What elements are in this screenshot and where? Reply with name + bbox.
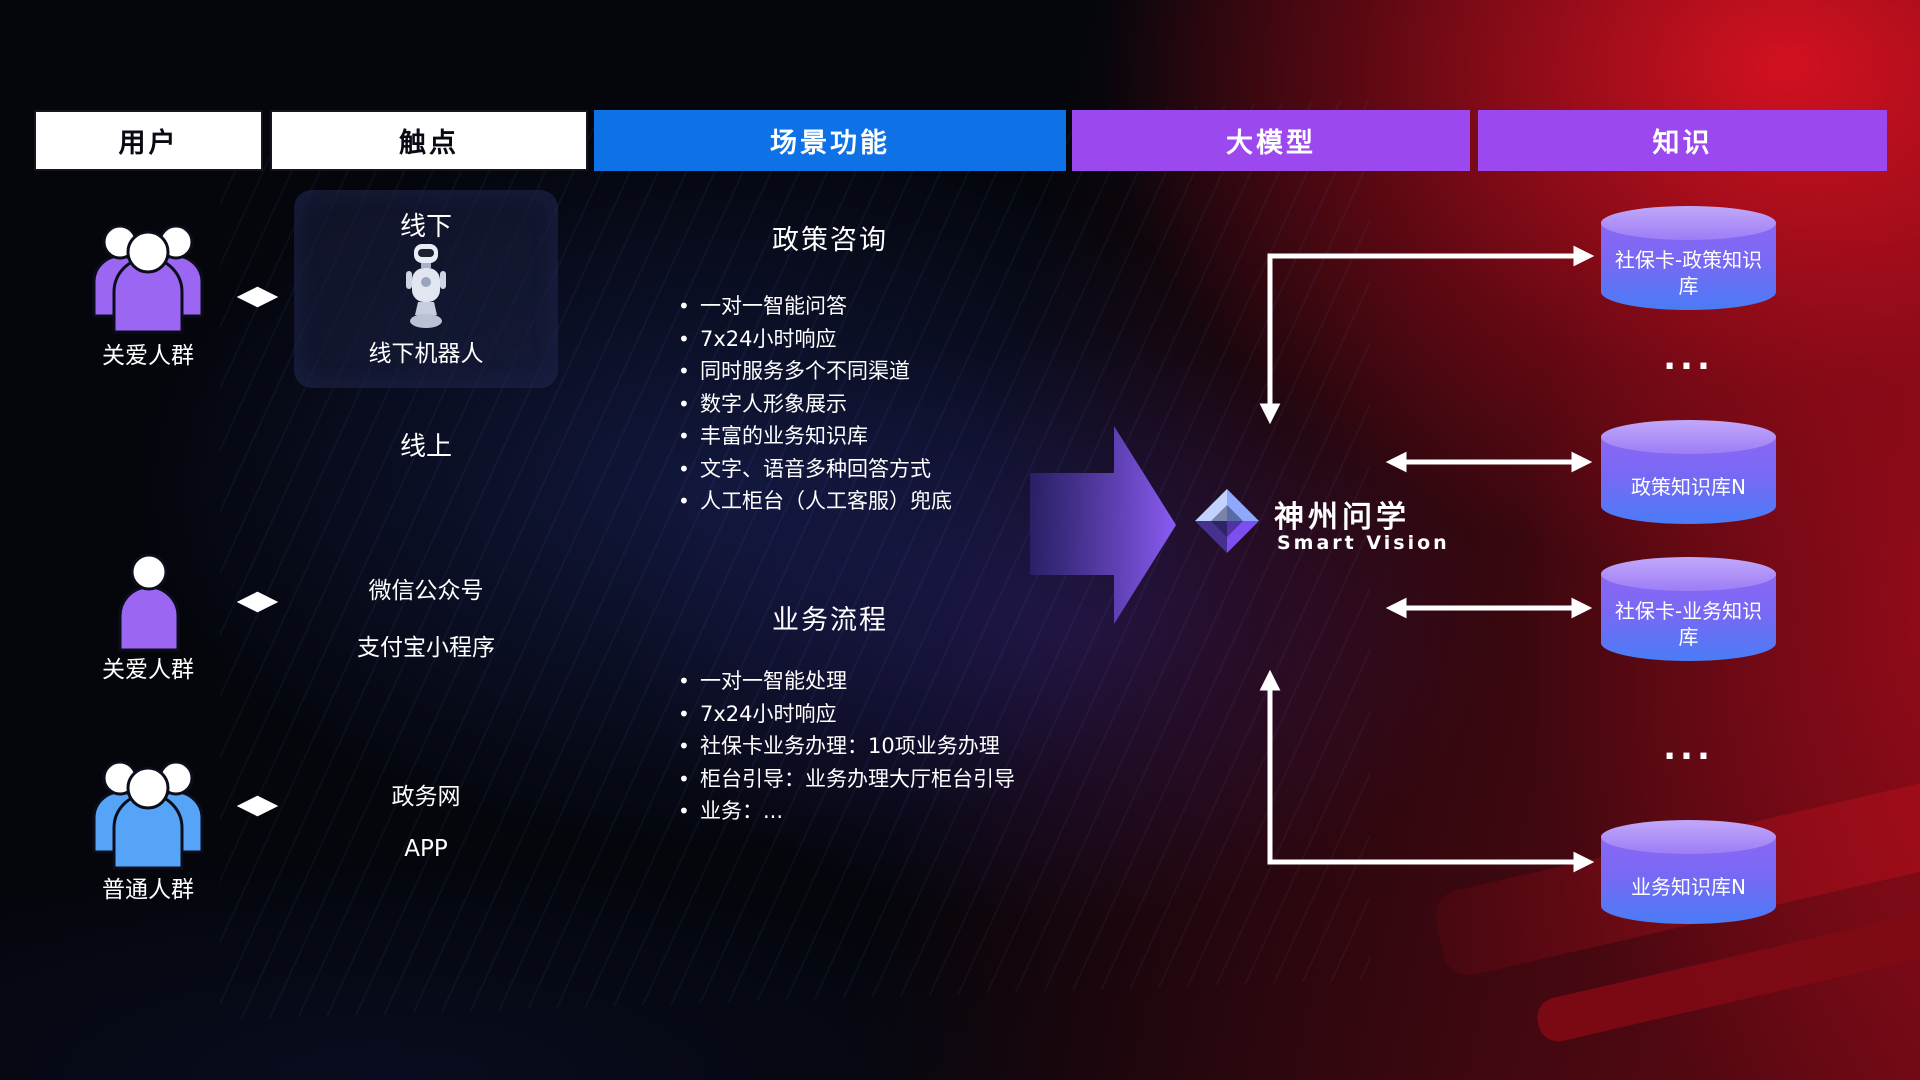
robot-icon [406, 244, 446, 328]
channel-app: APP [404, 836, 448, 862]
flow-arrow [1030, 426, 1176, 624]
feature-item: 一对一智能问答 [676, 290, 952, 323]
knowledge-db-2: 政策知识库N [1601, 420, 1776, 524]
offline-robot-label: 线下机器人 [368, 341, 484, 367]
user-group-1-label: 关爱人群 [102, 343, 194, 369]
channel-alipay: 支付宝小程序 [357, 635, 495, 661]
smart-vision-logo-icon [1195, 489, 1259, 553]
feature-item: 人工柜台（人工客服）兜底 [676, 485, 952, 518]
feature-item: 文字、语音多种回答方式 [676, 453, 952, 486]
knowledge-db-4: 业务知识库N [1601, 820, 1776, 924]
scene-business-title: 业务流程 [772, 605, 888, 636]
scene-policy-list: 一对一智能问答 7x24小时响应 同时服务多个不同渠道 数字人形象展示 丰富的业… [676, 290, 952, 518]
care-person-icon [118, 553, 180, 652]
knowledge-db-2-label: 政策知识库N [1631, 474, 1746, 499]
model-name: 神州问学 [1274, 500, 1410, 535]
column-header-touchpoint: 触点 [270, 110, 588, 171]
care-group-icon [92, 224, 204, 334]
feature-item: 数字人形象展示 [676, 388, 952, 421]
knowledge-ellipsis-2: ... [1663, 728, 1714, 768]
feature-item: 业务：... [676, 795, 1015, 828]
cylinder-top [1601, 206, 1776, 240]
feature-item: 7x24小时响应 [676, 698, 1015, 731]
model-subtitle: Smart Vision [1277, 532, 1450, 554]
feature-item: 柜台引导：业务办理大厅柜台引导 [676, 763, 1015, 796]
feature-item: 社保卡业务办理：10项业务办理 [676, 730, 1015, 763]
scene-business-list: 一对一智能处理 7x24小时响应 社保卡业务办理：10项业务办理 柜台引导：业务… [676, 665, 1015, 828]
cylinder-top [1601, 557, 1776, 591]
knowledge-db-1-label: 社保卡-政策知识库 [1614, 247, 1763, 298]
column-header-model: 大模型 [1072, 110, 1470, 171]
knowledge-db-4-label: 业务知识库N [1631, 874, 1746, 899]
scene-policy-title: 政策咨询 [772, 225, 888, 256]
cylinder-top [1601, 820, 1776, 854]
column-header-user: 用户 [34, 110, 263, 171]
knowledge-db-3-label: 社保卡-业务知识库 [1614, 598, 1763, 649]
user-group-2-label: 关爱人群 [102, 657, 194, 683]
column-header-knowledge-label: 知识 [1652, 128, 1713, 159]
column-header-scene: 场景功能 [594, 110, 1066, 171]
cylinder-top [1601, 420, 1776, 454]
feature-item: 7x24小时响应 [676, 323, 952, 356]
user-group-3-label: 普通人群 [102, 877, 194, 903]
offline-title: 线下 [399, 212, 452, 242]
column-header-touchpoint-label: 触点 [399, 128, 459, 159]
column-header-user-label: 用户 [118, 128, 179, 159]
knowledge-db-1: 社保卡-政策知识库 [1601, 206, 1776, 310]
column-header-model-label: 大模型 [1226, 128, 1316, 159]
column-header-knowledge: 知识 [1478, 110, 1887, 171]
online-title: 线上 [399, 432, 452, 462]
channel-gov: 政务网 [391, 784, 461, 810]
general-group-icon [92, 760, 204, 870]
cylinder-body: 社保卡-业务知识库 [1601, 574, 1776, 661]
knowledge-ellipsis-1: ... [1663, 338, 1714, 378]
column-header-scene-label: 场景功能 [770, 128, 890, 159]
channel-wechat: 微信公众号 [368, 578, 484, 604]
knowledge-db-3: 社保卡-业务知识库 [1601, 557, 1776, 661]
feature-item: 一对一智能处理 [676, 665, 1015, 698]
feature-item: 同时服务多个不同渠道 [676, 355, 952, 388]
feature-item: 丰富的业务知识库 [676, 420, 952, 453]
